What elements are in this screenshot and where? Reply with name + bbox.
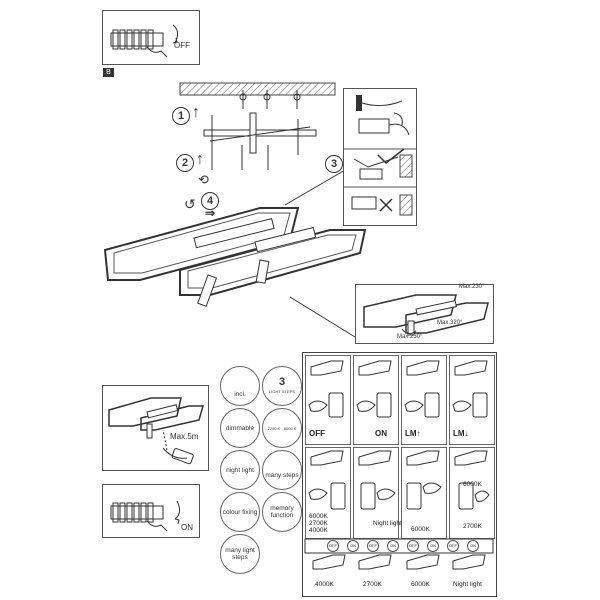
step-1-arrow-icon: ↑ xyxy=(192,104,200,121)
angle-label-2: Max.320° xyxy=(437,320,463,326)
seq-dot-1: OFF xyxy=(327,540,339,552)
feature-night-light-label: night light xyxy=(226,466,254,474)
feature-remote-included-label: incl. xyxy=(234,390,246,398)
op-label-off: OFF xyxy=(309,429,325,438)
remote-operations-illustrations xyxy=(304,360,494,570)
feature-many-light-steps-label: many light steps xyxy=(225,547,255,561)
seq-dot-5: OFF xyxy=(407,540,419,552)
step-a-off-label: OFF xyxy=(174,41,190,50)
op-night-light-label: Night light xyxy=(373,520,402,527)
op-cct-2700: 2700K xyxy=(309,520,328,527)
op-label-lm-down: LM↓ xyxy=(453,429,469,438)
seq-dot-4: ON xyxy=(387,540,399,552)
feature-dimmable: dimmable xyxy=(220,408,260,448)
op-label-lm-up: LM↑ xyxy=(405,429,421,438)
feature-dimmable-label: dimmable xyxy=(225,424,255,432)
remote-range-illustration xyxy=(108,397,204,465)
feature-cct-range: 2700 K - 6000 K xyxy=(262,408,302,448)
step-3-badge: 3 xyxy=(325,155,343,173)
op-adjust-6000: 6000K xyxy=(463,481,482,488)
step-a-panel xyxy=(102,10,200,65)
bottom-label-2700k: 2700K xyxy=(363,581,382,588)
seq-dot-2: ON xyxy=(347,540,359,552)
angle-label-3: Max.230° xyxy=(397,334,423,340)
feature-many-light-steps: many light steps xyxy=(220,534,260,574)
feature-memory-function-label: memory function xyxy=(270,505,294,519)
feature-many-steps-label: many steps xyxy=(265,471,299,479)
spot-adjustment-panel xyxy=(355,284,494,344)
wiring-detail-panel xyxy=(343,88,417,226)
remote-operations-grid: OFF ON LM↑ LM↓ 6000K 2700K 4000K Night l… xyxy=(302,352,497,597)
feature-remote-included: incl. xyxy=(220,366,260,406)
seq-dot-7: OFF xyxy=(447,540,459,552)
seq-dot-3: OFF xyxy=(367,540,379,552)
wiring-illustration xyxy=(344,95,416,216)
op-cct-4000: 4000K xyxy=(309,527,328,534)
op-cell-6000k xyxy=(401,447,447,539)
step-1-badge: 1 xyxy=(172,107,190,125)
op-6000k-label: 6000K xyxy=(411,526,430,533)
feature-night-light: night light xyxy=(220,450,260,490)
seq-dot-6: ON xyxy=(427,540,439,552)
step-2-arrow-icon: ↑ xyxy=(196,151,204,168)
spot-adjustment-illustration xyxy=(363,294,489,336)
feature-light-steps-caption: LIGHT STEPS xyxy=(269,389,295,394)
angle-label-1: Max.230° xyxy=(459,284,485,290)
step-4-arrow-icon: ⇒ xyxy=(205,206,216,220)
op-label-on: ON xyxy=(375,429,387,438)
remote-distance-label: Max.5m xyxy=(170,432,199,441)
step-4-rotate-icon: ↺ xyxy=(184,196,196,212)
step-4-badge: 4 xyxy=(201,192,219,210)
ceiling-installation-drawing xyxy=(103,82,367,338)
op-adjust-2700: 2700K xyxy=(463,523,482,530)
bottom-label-4000k: 4000K xyxy=(315,581,334,588)
rotate-icon: ⟲ xyxy=(198,172,209,187)
remote-range-panel xyxy=(102,385,209,471)
step-c-on-label: ON xyxy=(181,523,193,532)
bottom-label-night-light: Night light xyxy=(453,581,482,588)
bottom-label-6000k: 6000K xyxy=(411,581,430,588)
fuse-box-on-illustration xyxy=(110,500,181,532)
feature-cct-range-label: 2700 K - 6000 K xyxy=(267,425,297,431)
step-b-tag: B xyxy=(103,68,114,77)
seq-dot-8: ON xyxy=(467,540,479,552)
feature-many-steps: many steps xyxy=(262,450,302,490)
step-c-panel xyxy=(102,484,200,538)
step-2-badge: 2 xyxy=(176,154,194,172)
feature-memory-function: memory function xyxy=(262,492,302,532)
feature-light-steps-number: 3 xyxy=(278,376,286,388)
feature-colour-fixing-label: colour fixing xyxy=(222,508,258,516)
feature-colour-fixing: colour fixing xyxy=(220,492,260,532)
op-cct-6000: 6000K xyxy=(309,513,328,520)
fuse-box-off-illustration xyxy=(110,24,179,58)
